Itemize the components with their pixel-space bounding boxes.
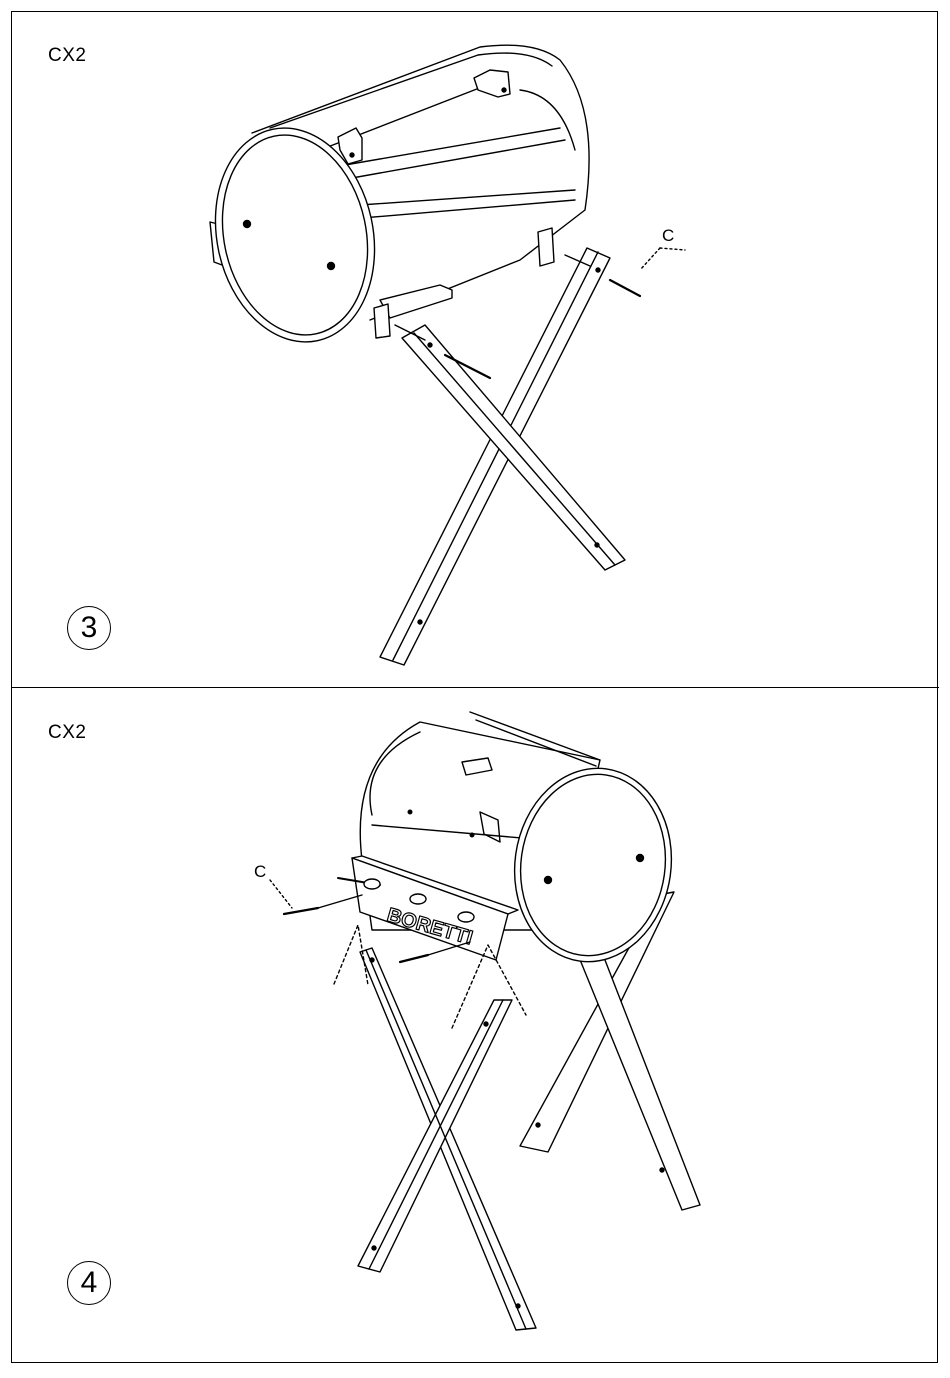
x-leg-stand-front-step-4 — [358, 948, 536, 1330]
